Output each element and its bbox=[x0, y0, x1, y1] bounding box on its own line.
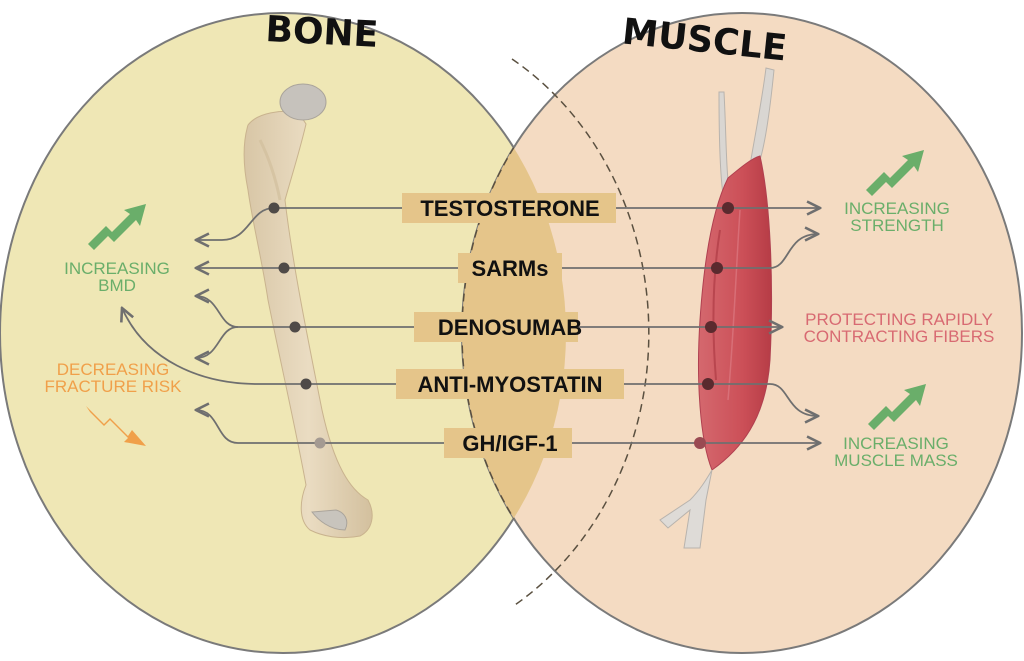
outcome-label-line2: STRENGTH bbox=[850, 216, 944, 235]
intervention-gh-igf1: GH/IGF-1 bbox=[462, 431, 557, 456]
bone-title: BONE bbox=[264, 9, 379, 56]
outcome-label-line1: INCREASING bbox=[64, 259, 170, 278]
intervention-denosumab: DENOSUMAB bbox=[438, 315, 582, 340]
muscle-node bbox=[702, 378, 714, 390]
overlap-boundary-right bbox=[511, 58, 650, 608]
outcome-protecting-fibers: PROTECTING RAPIDLY CONTRACTING FIBERS bbox=[804, 310, 995, 346]
bone-node bbox=[300, 378, 312, 390]
bone-node bbox=[289, 321, 301, 333]
outcome-decreasing-fracture-risk: DECREASING FRACTURE RISK bbox=[45, 360, 183, 446]
interventions: TESTOSTERONE SARMs DENOSUMAB ANTI-MYOSTA… bbox=[396, 193, 624, 458]
muscle-node bbox=[722, 202, 734, 214]
outcome-label-line2: BMD bbox=[98, 276, 136, 295]
intervention-sarms: SARMs bbox=[471, 256, 548, 281]
bone-nodes bbox=[268, 202, 326, 449]
outcome-label-line1: INCREASING bbox=[844, 199, 950, 218]
outcome-label-line1: PROTECTING RAPIDLY bbox=[805, 310, 993, 329]
trend-down-arrow-icon bbox=[86, 406, 146, 446]
outcome-label-line2: CONTRACTING FIBERS bbox=[804, 327, 995, 346]
trend-up-arrow-icon bbox=[866, 150, 924, 196]
trend-up-arrow-icon bbox=[88, 204, 146, 250]
intervention-anti-myostatin: ANTI-MYOSTATIN bbox=[418, 372, 603, 397]
muscle-nodes bbox=[694, 202, 734, 449]
muscle-illustration bbox=[659, 67, 775, 549]
muscle-node bbox=[694, 437, 706, 449]
muscle-links bbox=[558, 208, 820, 443]
bone-node bbox=[268, 202, 280, 214]
bone-links bbox=[122, 207, 460, 444]
trend-up-arrow-icon bbox=[868, 384, 926, 430]
outcome-label-line1: INCREASING bbox=[843, 434, 949, 453]
outcome-label-line1: DECREASING bbox=[57, 360, 169, 379]
outcome-label-line2: MUSCLE MASS bbox=[834, 451, 958, 470]
muscle-node bbox=[705, 321, 717, 333]
bone-node bbox=[278, 262, 290, 274]
outcome-increasing-strength: INCREASING STRENGTH bbox=[844, 150, 950, 235]
outcome-label-line2: FRACTURE RISK bbox=[45, 377, 183, 396]
intervention-testosterone: TESTOSTERONE bbox=[420, 196, 599, 221]
muscle-node bbox=[711, 262, 723, 274]
femur-bone-illustration bbox=[243, 83, 373, 539]
bone-node bbox=[314, 437, 326, 449]
outcome-increasing-bmd: INCREASING BMD bbox=[64, 204, 170, 295]
outcome-increasing-muscle-mass: INCREASING MUSCLE MASS bbox=[834, 384, 958, 470]
